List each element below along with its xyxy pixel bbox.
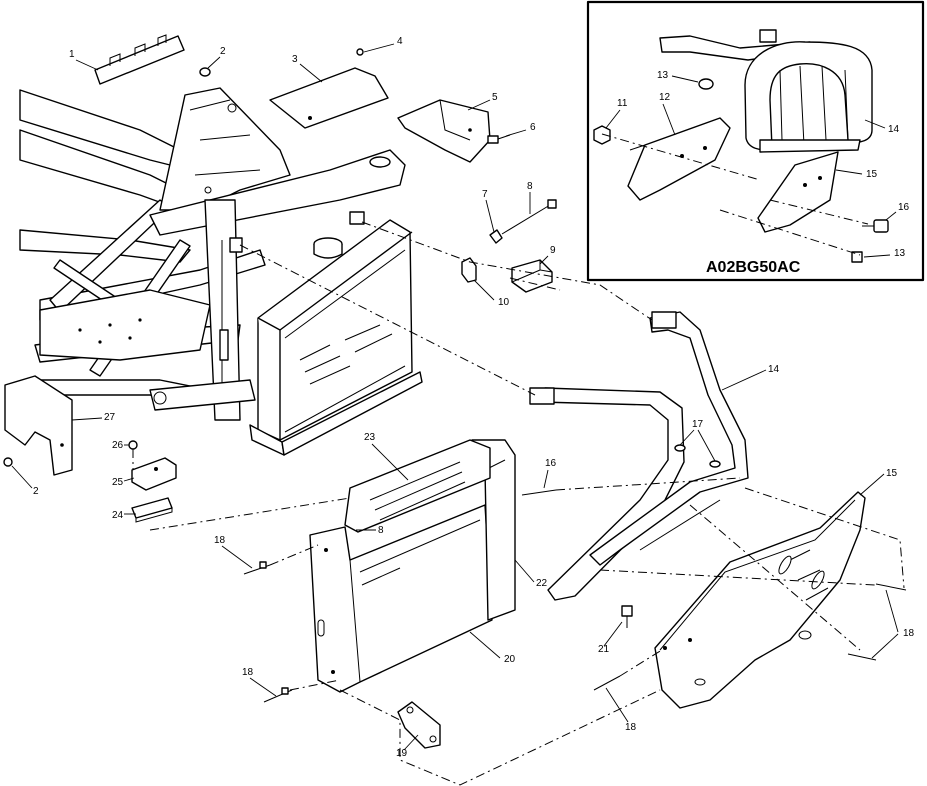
callout-7: 7 (482, 189, 488, 200)
callout-3: 3 (292, 54, 298, 65)
callout-8b: 8 (378, 525, 384, 536)
callout-2: 2 (220, 46, 226, 57)
inset-callout-14: 14 (888, 124, 900, 135)
inset-callout-12: 12 (659, 92, 671, 103)
bolt-part-18b (263, 687, 293, 703)
callout-18b: 18 (242, 667, 254, 678)
inset-callout-13b: 13 (894, 248, 906, 259)
bolt-part-18a (243, 561, 271, 575)
callout-18d: 18 (903, 628, 915, 639)
inset-callout-16: 16 (898, 202, 910, 213)
shroud-part-20 (309, 504, 493, 693)
bracket-part-1 (94, 34, 185, 85)
callout-18c: 18 (625, 722, 637, 733)
clip-part-10 (461, 257, 477, 283)
callout-20: 20 (504, 654, 516, 665)
callout-2b: 2 (33, 486, 39, 497)
bolt-part-18d (847, 583, 907, 661)
skidplate-part-15 (654, 491, 866, 709)
callout-23: 23 (364, 432, 376, 443)
inset-bolt-13 (851, 251, 863, 263)
callout-26: 26 (112, 440, 124, 451)
washer-part-7 (489, 229, 503, 244)
bolt-part-8 (501, 199, 557, 235)
callout-25: 25 (112, 477, 124, 488)
callout-16: 16 (545, 458, 557, 469)
inset-box: 11 12 13 14 15 16 13 A02BG50AC (586, 0, 925, 282)
callout-24: 24 (112, 510, 124, 521)
callout-10: 10 (498, 297, 510, 308)
callout-27: 27 (104, 412, 116, 423)
inset-callout-13: 13 (657, 70, 669, 81)
bolt-part-2b (3, 457, 13, 467)
inset-callout-15: 15 (866, 169, 878, 180)
bolt-part-26 (128, 440, 138, 470)
inset-border (586, 0, 925, 282)
bolt-part-16 (521, 489, 557, 496)
side-panel-27 (4, 375, 73, 476)
inset-nut-11 (593, 125, 611, 145)
bushing-part-9 (511, 259, 553, 293)
inset-callout-11: 11 (617, 98, 628, 109)
callout-21: 21 (598, 644, 610, 655)
radiator-part (249, 219, 423, 456)
callout-6: 6 (530, 122, 536, 133)
cover-part-23 (344, 439, 491, 533)
bolt-part-4 (356, 48, 364, 56)
callout-9: 9 (550, 245, 556, 256)
inset-plate-part (757, 151, 839, 233)
mount-part-25 (131, 457, 177, 491)
inset-skidplate-part (627, 117, 731, 201)
bumper-part-14 (529, 311, 749, 601)
bolt-part-18c (593, 675, 621, 691)
callout-18a: 18 (214, 535, 226, 546)
callout-22: 22 (536, 578, 548, 589)
inset-bolt-16 (862, 219, 889, 233)
inset-washer-13 (698, 78, 714, 90)
inset-code-label: A02BG50AC (706, 259, 801, 276)
callout-1: 1 (69, 49, 75, 60)
callout-19: 19 (396, 748, 408, 759)
bracket-part-19 (397, 701, 441, 749)
washer-17b (709, 460, 721, 468)
washer-17a (674, 444, 686, 452)
callout-17: 17 (692, 419, 704, 430)
bolt-part-21 (621, 605, 633, 628)
callout-8: 8 (527, 181, 533, 192)
bolt-part-2 (199, 67, 211, 77)
cover-part-5 (397, 99, 491, 163)
plate-part-3 (269, 67, 389, 129)
callout-5: 5 (492, 92, 498, 103)
bracket-part-24 (131, 497, 173, 523)
callout-15: 15 (886, 468, 898, 479)
callout-4: 4 (397, 36, 403, 47)
vehicle-frame (19, 87, 406, 421)
inset-bumper-part (659, 29, 873, 153)
callout-14: 14 (768, 364, 780, 375)
